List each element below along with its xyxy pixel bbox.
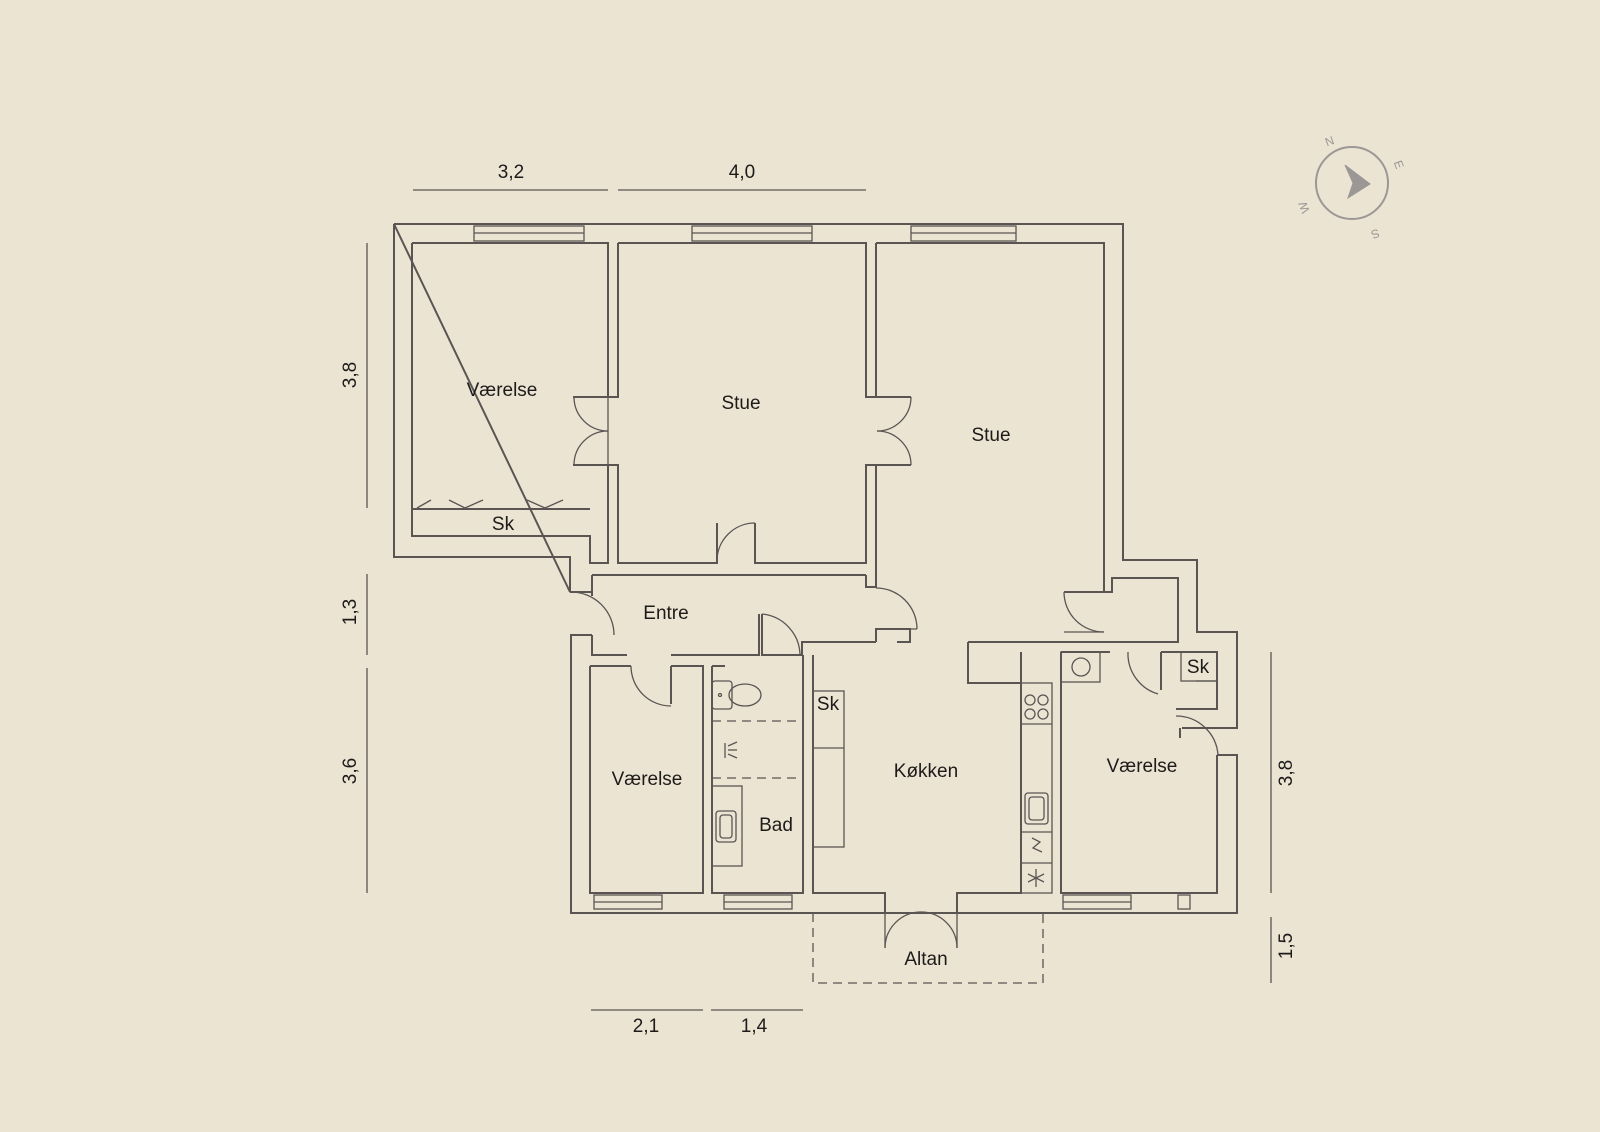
dim-left-1: 3,8 — [340, 362, 361, 388]
balcony-outline — [812, 913, 1044, 984]
compass-s: S — [1369, 226, 1381, 242]
dim-left-2: 1,3 — [340, 599, 361, 625]
room-label-bad: Bad — [759, 815, 793, 836]
windows — [473, 225, 1191, 910]
room-label-altan: Altan — [904, 949, 947, 970]
doors — [570, 396, 1219, 949]
room-label-sk-kitchen: Sk — [817, 694, 840, 715]
exterior-walls — [393, 223, 1238, 914]
compass-w: W — [1295, 199, 1312, 215]
wardrobe-chevrons — [416, 499, 564, 509]
compass-e: E — [1391, 158, 1407, 170]
dim-left-3: 3,6 — [340, 758, 361, 784]
room-label-vaerelse-sw: Værelse — [612, 769, 683, 790]
dimension-lines — [366, 189, 1272, 1011]
dim-right-1: 3,8 — [1276, 760, 1297, 786]
room-label-sk-se: Sk — [1187, 657, 1210, 678]
compass-n: N — [1323, 133, 1336, 149]
bathroom-fixtures — [711, 680, 803, 867]
room-label-stue-2: Stue — [971, 425, 1010, 446]
kitchen-fixtures — [812, 651, 1218, 894]
room-label-sk-nw: Sk — [492, 514, 515, 535]
dim-right-2: 1,5 — [1276, 933, 1297, 959]
room-label-vaerelse-nw: Værelse — [467, 380, 538, 401]
room-label-vaerelse-se: Værelse — [1107, 756, 1178, 777]
room-label-stue-1: Stue — [721, 393, 760, 414]
dishwasher-icon — [1031, 837, 1043, 853]
dimension-labels: 3,2 4,0 3,8 1,3 3,6 3,8 1,5 2,1 1,4 — [340, 162, 1297, 1037]
room-label-entre: Entre — [643, 603, 688, 624]
dim-bottom-1: 2,1 — [633, 1016, 659, 1037]
dim-top-2: 4,0 — [729, 162, 755, 183]
room-labels: Værelse Stue Stue Sk Entre Værelse Bad S… — [467, 380, 1210, 970]
freezer-icon — [1027, 869, 1045, 887]
room-label-koekken: Køkken — [894, 761, 958, 782]
interior-walls — [411, 242, 1218, 913]
dim-top-1: 3,2 — [498, 162, 524, 183]
stove-icon — [1024, 694, 1049, 720]
compass-icon: N E S W — [1295, 133, 1406, 242]
dim-bottom-2: 1,4 — [741, 1016, 768, 1037]
shower-icon — [724, 741, 738, 759]
